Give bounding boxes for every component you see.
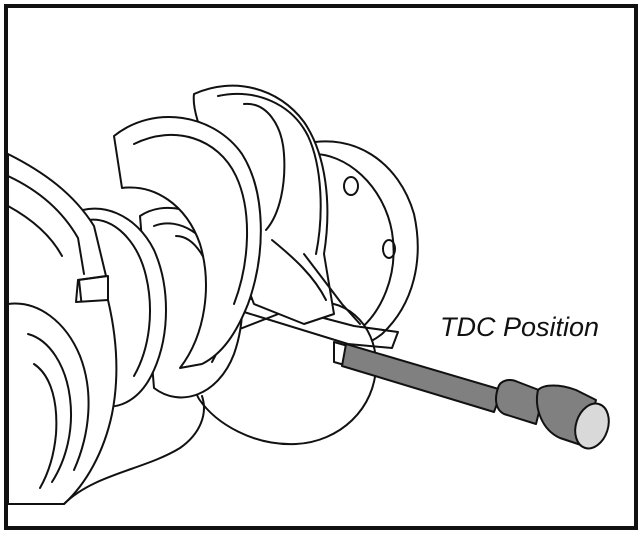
crankshaft-illustration (8, 84, 610, 505)
figure-frame: TDC Position (4, 4, 638, 530)
tdc-position-label: TDC Position (440, 312, 600, 342)
tdc-pointer-tool (341, 343, 610, 450)
crank-web-front (8, 153, 205, 505)
crank-web-middle (113, 116, 262, 369)
